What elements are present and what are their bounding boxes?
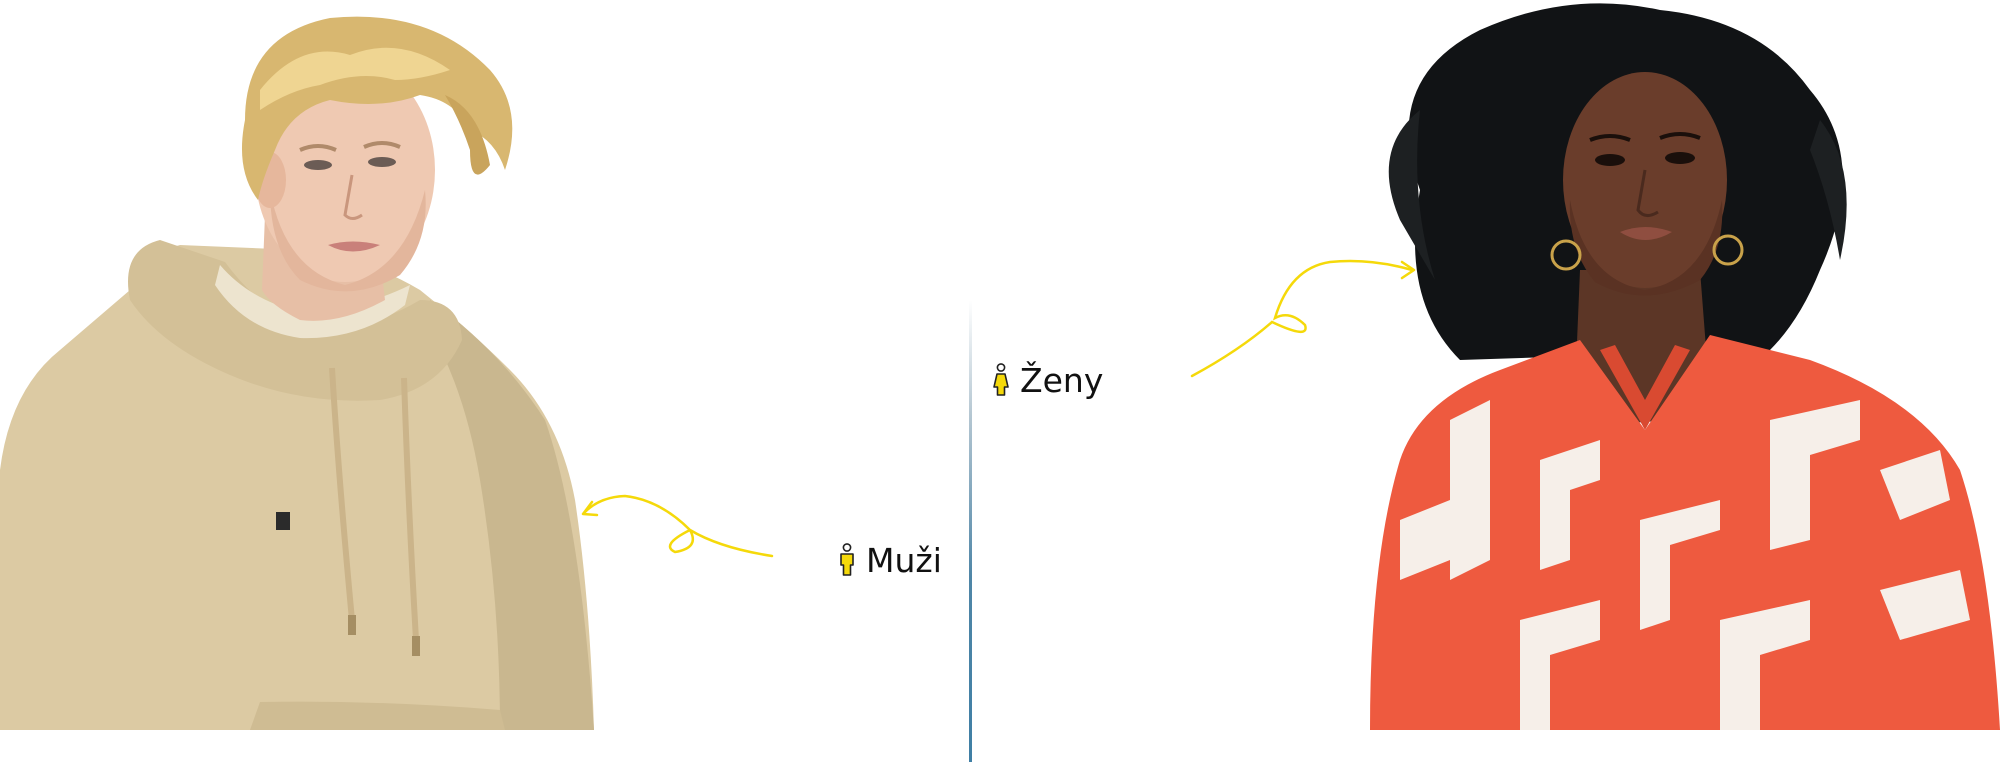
women-model-image[interactable] <box>1340 0 2000 730</box>
men-model-image[interactable] <box>0 0 600 730</box>
person-male-icon <box>838 543 856 577</box>
category-link-men[interactable]: Muži <box>832 535 952 585</box>
center-divider <box>969 300 972 762</box>
person-female-icon <box>992 363 1010 397</box>
category-label-men: Muži <box>866 540 942 580</box>
category-label-women: Ženy <box>1020 360 1104 400</box>
category-link-women[interactable]: Ženy <box>986 355 1114 405</box>
